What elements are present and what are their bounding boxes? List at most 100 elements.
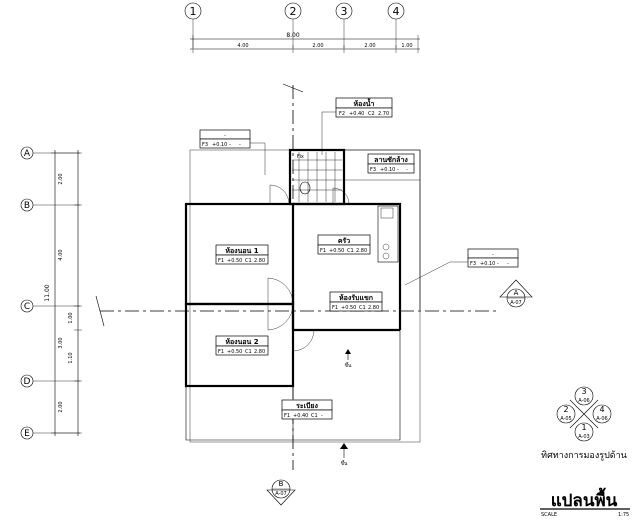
title-block: แปลนพื้น SCALE 1:75 xyxy=(540,487,630,518)
svg-text:2.80: 2.80 xyxy=(356,248,367,254)
elevation-key: 3 A-06 2 A-05 4 A-06 1 A-03 ทิศทางการมอง… xyxy=(541,386,627,461)
room-porch: ระเบียง F1 +0.40 C1 - xyxy=(281,399,333,420)
svg-text:F1: F1 xyxy=(284,413,290,419)
dim-left-seg-5: 1.10 xyxy=(68,352,74,363)
svg-text:-: - xyxy=(397,167,399,173)
svg-text:F1: F1 xyxy=(320,248,326,254)
dim-left-seg-1: 2.00 xyxy=(58,173,64,184)
svg-text:+0.50: +0.50 xyxy=(341,305,356,311)
svg-text:-: - xyxy=(239,142,241,148)
svg-text:4: 4 xyxy=(393,5,400,18)
svg-text:C1: C1 xyxy=(311,413,318,419)
svg-text:+0.10: +0.10 xyxy=(380,167,395,173)
svg-text:C1: C1 xyxy=(347,248,354,254)
left-dimension-string: 11.00 2.00 4.00 1.00 3.00 1.10 2.00 xyxy=(44,150,82,436)
svg-text:C1: C1 xyxy=(245,258,252,264)
svg-text:F3: F3 xyxy=(370,167,376,173)
svg-text:+0.10: +0.10 xyxy=(212,142,227,148)
svg-text:F1: F1 xyxy=(218,349,224,355)
grid-bubble-C: C xyxy=(20,299,80,313)
svg-text:C: C xyxy=(24,302,30,312)
svg-text:B: B xyxy=(24,201,30,211)
svg-text:-: - xyxy=(507,261,509,267)
svg-text:2.80: 2.80 xyxy=(368,305,379,311)
svg-text:D: D xyxy=(24,377,31,387)
svg-text:-: - xyxy=(492,252,494,258)
svg-text:B: B xyxy=(279,480,284,488)
svg-text:ระเบียง: ระเบียง xyxy=(296,402,318,410)
fixture-label: Fix xyxy=(297,154,304,160)
up-label: ขึ้น xyxy=(341,458,348,467)
svg-text:-: - xyxy=(321,413,323,419)
svg-text:F1: F1 xyxy=(218,258,224,264)
svg-text:A-03: A-03 xyxy=(578,434,589,440)
svg-text:C2: C2 xyxy=(368,111,375,117)
callout-left: - F3 +0.10 - - xyxy=(199,129,266,175)
svg-text:1: 1 xyxy=(581,423,586,432)
svg-text:ห้องรับแขก: ห้องรับแขก xyxy=(339,293,373,302)
grid-bubble-4: 4 xyxy=(387,2,405,20)
drawing-title: แปลนพื้น xyxy=(551,487,618,511)
svg-text:A-06: A-06 xyxy=(578,398,589,404)
top-dimension-string: 8.00 4.00 2.00 2.00 1.00 xyxy=(190,32,420,53)
svg-text:A-06: A-06 xyxy=(596,416,607,422)
svg-text:+0.50: +0.50 xyxy=(227,258,242,264)
grid-bubble-1: 1 xyxy=(184,2,202,20)
dim-left-seg-3: 1.00 xyxy=(68,312,74,323)
dim-seg-1: 4.00 xyxy=(237,43,248,49)
svg-text:ขึ้น: ขึ้น xyxy=(345,360,352,369)
svg-text:+0.50: +0.50 xyxy=(329,248,344,254)
room-kitchen: ครัว F1 +0.50 C1 2.80 xyxy=(317,234,371,255)
svg-text:A-07: A-07 xyxy=(275,491,286,497)
svg-text:2: 2 xyxy=(563,405,568,414)
room-service-yard: ลานซักล้าง F3 +0.10 - - xyxy=(367,153,415,174)
svg-text:1: 1 xyxy=(190,5,197,18)
section-marker-a: A A-07 xyxy=(499,279,533,308)
svg-text:ห้องนอน 2: ห้องนอน 2 xyxy=(225,337,258,346)
grid-bubble-B: B xyxy=(20,198,80,212)
entry-up-arrow: ขึ้น ขึ้น xyxy=(340,349,352,467)
dim-total-depth: 11.00 xyxy=(44,284,51,301)
svg-text:F2: F2 xyxy=(339,111,345,117)
elevation-key-caption: ทิศทางการมองรูปด้าน xyxy=(541,450,627,461)
room-bathroom: ห้องน้ำ F2 +0.40 C2 2.70 xyxy=(321,97,393,155)
dim-seg-3: 2.00 xyxy=(364,43,375,49)
dim-seg-4: 1.00 xyxy=(401,43,412,49)
toilet-icon xyxy=(299,181,311,195)
svg-text:A: A xyxy=(514,289,519,297)
svg-text:-: - xyxy=(497,261,499,267)
svg-text:-: - xyxy=(229,142,231,148)
svg-text:+0.40: +0.40 xyxy=(293,413,308,419)
section-marker-b: B A-07 xyxy=(266,479,296,506)
grid-bubble-2: 2 xyxy=(284,2,302,20)
dim-total-width: 8.00 xyxy=(286,32,300,39)
dim-seg-2: 2.00 xyxy=(312,43,323,49)
grid-bubble-3: 3 xyxy=(335,2,353,20)
svg-text:-: - xyxy=(224,133,226,139)
kitchen-counter xyxy=(377,205,399,263)
room-bedroom-2: ห้องนอน 2 F1 +0.50 C1 2.80 xyxy=(215,335,269,356)
scale-value: 1:75 xyxy=(618,512,629,518)
svg-text:-: - xyxy=(406,167,408,173)
svg-text:E: E xyxy=(24,429,30,439)
doors xyxy=(267,184,350,352)
svg-text:F3: F3 xyxy=(470,261,476,267)
svg-text:4: 4 xyxy=(599,405,604,414)
grid-column-markers: 1 2 3 4 xyxy=(184,2,405,48)
svg-text:F1: F1 xyxy=(332,305,338,311)
room-name: ห้องน้ำ xyxy=(354,97,375,108)
svg-text:C1: C1 xyxy=(245,349,252,355)
svg-text:2: 2 xyxy=(290,5,297,18)
svg-text:3: 3 xyxy=(581,387,586,396)
svg-text:F3: F3 xyxy=(202,142,208,148)
bathroom-tile-grid: Fix xyxy=(292,152,342,202)
dim-left-seg-2: 4.00 xyxy=(58,249,64,260)
callout-right: - F3 +0.10 - - xyxy=(404,248,519,286)
room-bedroom-1: ห้องนอน 1 F1 +0.50 C1 2.80 xyxy=(215,244,269,265)
svg-text:3: 3 xyxy=(341,5,348,18)
svg-text:C1: C1 xyxy=(359,305,366,311)
svg-text:A-05: A-05 xyxy=(560,416,571,422)
svg-text:2.80: 2.80 xyxy=(254,258,265,264)
svg-text:+0.50: +0.50 xyxy=(227,349,242,355)
svg-text:+0.10: +0.10 xyxy=(480,261,495,267)
